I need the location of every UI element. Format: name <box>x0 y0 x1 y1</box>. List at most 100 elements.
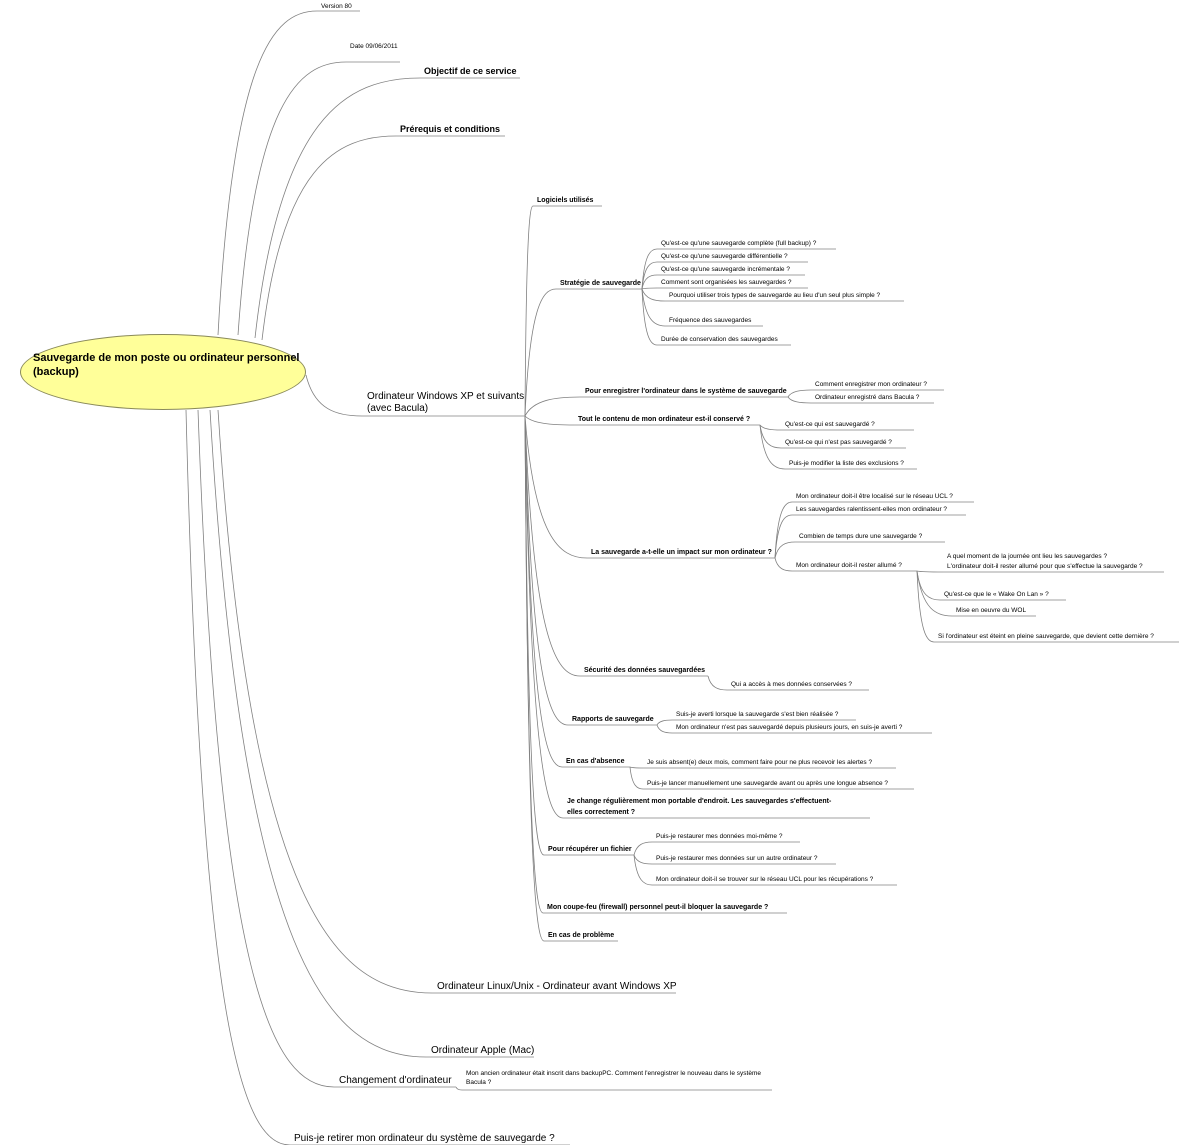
node-absence[interactable]: En cas d'absence <box>566 758 625 765</box>
connector-retirer <box>185 409 291 1145</box>
impact-connector-3 <box>774 541 796 559</box>
connector-contenu <box>524 415 575 426</box>
branch-objectif[interactable]: Objectif de ce service <box>424 66 517 76</box>
securite-connector-1 <box>707 675 728 691</box>
leaf-allume-1[interactable]: A quel moment de la journée ont lieu les… <box>947 553 1108 560</box>
connector-changement <box>197 409 335 1088</box>
leaf-absence-1[interactable]: Je suis absent(e) deux mois, comment fai… <box>647 759 873 766</box>
leaf-recuperer-2[interactable]: Puis-je restaurer mes données sur un aut… <box>656 855 818 862</box>
node-contenu[interactable]: Tout le contenu de mon ordinateur est-il… <box>578 416 751 423</box>
connector-enregistrer <box>524 396 581 417</box>
allume-connector-3 <box>916 570 953 617</box>
connector-probleme <box>524 415 545 942</box>
leaf-allume-4[interactable]: Mise en oeuvre du WOL <box>956 607 1027 614</box>
impact-connector-2 <box>774 514 793 559</box>
leaf-securite-1[interactable]: Qui a accès à mes données conservées ? <box>731 681 853 688</box>
enregistrer-connector-2 <box>787 396 812 404</box>
leaf-rapports-2[interactable]: Mon ordinateur n'est pas sauvegardé depu… <box>676 724 903 731</box>
strategie-connector-5 <box>641 288 666 302</box>
node-recuperer[interactable]: Pour récupérer un fichier <box>548 846 632 853</box>
leaf-rapports-1[interactable]: Suis-je averti lorsque la sauvegarde s'e… <box>676 711 839 718</box>
branch-apple[interactable]: Ordinateur Apple (Mac) <box>431 1045 535 1056</box>
connector-windows <box>305 374 363 417</box>
rapports-connector-2 <box>656 724 673 734</box>
leaf-impact-4[interactable]: Mon ordinateur doit-il rester allumé ? <box>796 562 902 569</box>
node-strategie[interactable]: Stratégie de sauvegarde <box>560 280 641 287</box>
recuperer-connector-2 <box>633 854 653 865</box>
node-impact[interactable]: La sauvegarde a-t-elle un impact sur mon… <box>591 549 772 556</box>
strategie-connector-6 <box>641 288 666 327</box>
connector-prerequis <box>261 135 397 341</box>
connector-impact <box>524 415 588 559</box>
allume-connector-2 <box>916 570 941 601</box>
recuperer-connector-1 <box>633 841 653 856</box>
leaf-enregistrer-1[interactable]: Comment enregistrer mon ordinateur ? <box>815 381 927 388</box>
leaf-absence-2[interactable]: Puis-je lancer manuellement une sauvegar… <box>647 780 889 787</box>
node-probleme[interactable]: En cas de problème <box>548 932 615 939</box>
node-logiciels[interactable]: Logiciels utilisés <box>537 197 594 204</box>
node-enregistrer[interactable]: Pour enregistrer l'ordinateur dans le sy… <box>585 388 787 395</box>
rapports-connector-1 <box>656 719 673 726</box>
contenu-connector-3 <box>759 424 786 470</box>
leaf-allume-5[interactable]: Si l'ordinateur est éteint en pleine sau… <box>938 633 1154 640</box>
leaf-allume-3[interactable]: Qu'est-ce que le « Wake On Lan » ? <box>944 591 1049 598</box>
node-securite[interactable]: Sécurité des données sauvegardées <box>584 667 705 674</box>
leaf-impact-2[interactable]: Les sauvegardes ralentissent-elles mon o… <box>796 506 948 513</box>
branch-windows-line1[interactable]: Ordinateur Windows XP et suivants <box>367 391 525 402</box>
leaf-strategie-5[interactable]: Pourquoi utiliser trois types de sauvega… <box>669 292 881 299</box>
connector-version <box>217 10 318 336</box>
leaf-enregistrer-2[interactable]: Ordinateur enregistré dans Bacula ? <box>815 394 920 401</box>
leaf-strategie-2[interactable]: Qu'est-ce qu'une sauvegarde différentiel… <box>661 253 788 260</box>
branch-prerequis[interactable]: Prérequis et conditions <box>400 124 501 134</box>
strategie-connector-3 <box>641 274 658 290</box>
connector-rapports <box>524 415 569 726</box>
branch-linux[interactable]: Ordinateur Linux/Unix - Ordinateur avant… <box>437 981 677 992</box>
leaf-contenu-1[interactable]: Qu'est-ce qui est sauvegardé ? <box>785 421 875 428</box>
strategie-connector-7 <box>641 288 658 346</box>
connector-date <box>237 61 347 336</box>
leaf-recuperer-3[interactable]: Mon ordinateur doit-il se trouver sur le… <box>656 876 874 883</box>
branch-changement[interactable]: Changement d'ordinateur <box>339 1075 452 1086</box>
leaf-strategie-3[interactable]: Qu'est-ce qu'une sauvegarde incrémentale… <box>661 266 790 273</box>
leaf-changement-1[interactable]: Mon ancien ordinateur était inscrit dans… <box>466 1070 761 1087</box>
impact-connector-4 <box>774 557 793 572</box>
contenu-connector-2 <box>759 424 782 449</box>
connector-logiciels <box>524 205 534 417</box>
leaf-strategie-7[interactable]: Durée de conservation des sauvegardes <box>661 336 778 343</box>
leaf-contenu-3[interactable]: Puis-je modifier la liste des exclusions… <box>789 460 904 467</box>
leaf-strategie-4[interactable]: Comment sont organisées les sauvegardes … <box>661 279 792 286</box>
leaf-contenu-2[interactable]: Qu'est-ce qui n'est pas sauvegardé ? <box>785 439 892 446</box>
connector-apple <box>209 409 427 1058</box>
leaf-allume-2[interactable]: L'ordinateur doit-il rester allumé pour … <box>947 563 1143 570</box>
date-label: Date 09/06/2011 <box>350 43 398 50</box>
connector-portable <box>524 415 564 819</box>
node-portable-line2[interactable]: elles correctement ? <box>567 809 636 816</box>
strategie-connector-1 <box>641 248 658 290</box>
node-parefeu[interactable]: Mon coupe-feu (firewall) personnel peut-… <box>547 904 769 911</box>
strategie-connector-4 <box>641 287 658 290</box>
allume-connector-4 <box>916 570 935 643</box>
root-node[interactable] <box>20 334 306 410</box>
leaf-impact-3[interactable]: Combien de temps dure une sauvegarde ? <box>799 533 923 540</box>
node-portable-line1[interactable]: Je change régulièrement mon portable d'e… <box>567 798 832 805</box>
impact-connector-1 <box>774 501 793 559</box>
connector-securite <box>524 415 581 677</box>
node-rapports[interactable]: Rapports de sauvegarde <box>572 716 654 723</box>
branch-retirer[interactable]: Puis-je retirer mon ordinateur du systèm… <box>294 1133 555 1144</box>
leaf-impact-1[interactable]: Mon ordinateur doit-il être localisé sur… <box>796 493 953 500</box>
root-node-label: Sauvegarde de mon poste ou ordinateur pe… <box>33 352 300 379</box>
connector-linux <box>217 409 433 994</box>
leaf-recuperer-1[interactable]: Puis-je restaurer mes données moi-même ? <box>656 833 783 840</box>
absence-connector-2 <box>629 766 644 790</box>
version-label: Version 80 <box>321 3 352 10</box>
connector-objectif <box>254 77 421 339</box>
connector-strategie <box>524 288 557 417</box>
branch-windows-line2[interactable]: (avec Bacula) <box>367 403 429 414</box>
leaf-strategie-1[interactable]: Qu'est-ce qu'une sauvegarde complète (fu… <box>661 240 817 247</box>
leaf-strategie-6[interactable]: Fréquence des sauvegardes <box>669 317 752 324</box>
recuperer-connector-3 <box>633 854 653 886</box>
strategie-connector-2 <box>641 261 658 290</box>
allume-connector-1 <box>916 570 944 573</box>
